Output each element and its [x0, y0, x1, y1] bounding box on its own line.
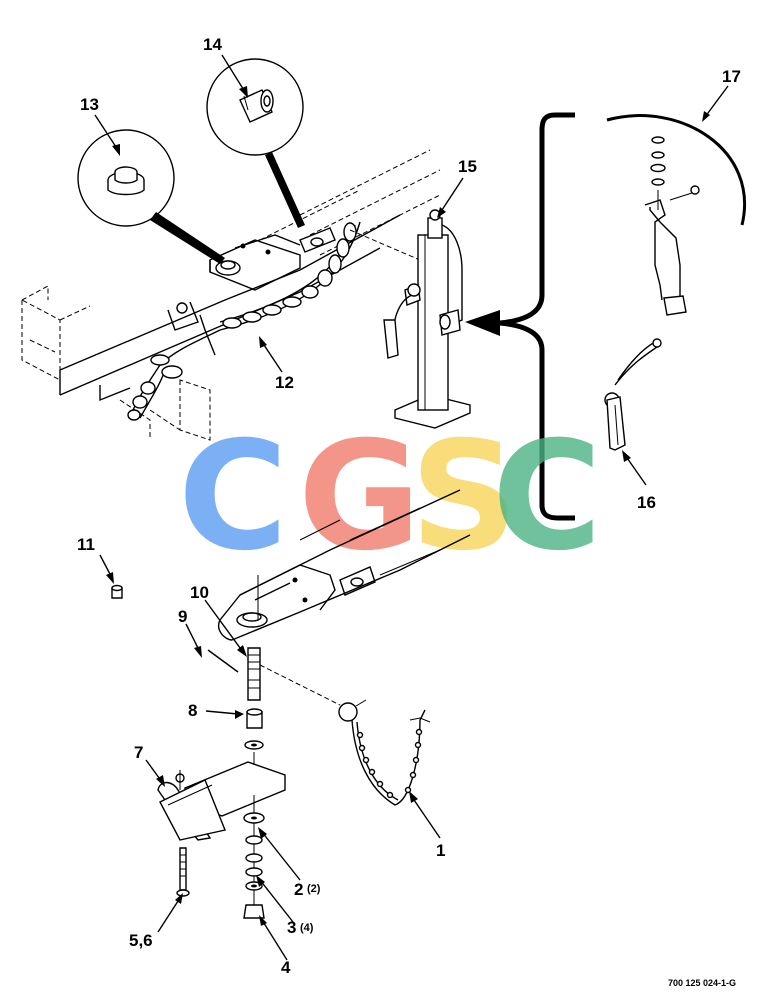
- pin-with-lanyard-1: [338, 699, 431, 806]
- figure-code: 700 125 024-1-G: [668, 978, 736, 988]
- safety-chain-12: [127, 221, 361, 421]
- watermark-letter-c1: C: [178, 410, 288, 584]
- callout-17: 17: [722, 67, 741, 86]
- callout-12: 12: [275, 373, 294, 392]
- hitch-frame-lower: [218, 489, 471, 641]
- callout-labels: 13 14 15 17 12 16 11 10 9 8 7 1 2 (2) 3 …: [77, 35, 741, 988]
- detail-circle-13: [77, 129, 225, 264]
- lower-parts-stack: [111, 584, 341, 919]
- callout-7: 7: [134, 743, 143, 762]
- callout-14: 14: [203, 35, 222, 54]
- bracket-group: [465, 112, 575, 521]
- callout-5-6: 5,6: [129, 931, 153, 950]
- callout-13: 13: [80, 95, 99, 114]
- pin-with-chain-16: [604, 338, 662, 451]
- callout-2-qty: (2): [307, 883, 321, 895]
- callout-8: 8: [188, 701, 197, 720]
- hitch-frame-upper: [21, 149, 441, 441]
- callout-15: 15: [458, 157, 477, 176]
- jack-stand-15: [349, 209, 471, 429]
- callout-1: 1: [436, 841, 445, 860]
- callout-11: 11: [77, 535, 95, 554]
- callout-4: 4: [281, 958, 291, 977]
- watermark: C G S C: [178, 410, 602, 584]
- callout-9: 9: [178, 607, 187, 626]
- callout-3: 3: [287, 918, 296, 937]
- crank-handle-17: [606, 114, 746, 316]
- detail-circle-14: [206, 58, 305, 228]
- callout-2: 2: [294, 880, 303, 899]
- leader-lines: [94, 54, 729, 961]
- watermark-letter-g: G: [298, 410, 421, 584]
- callout-10: 10: [190, 583, 209, 602]
- callout-3-qty: (4): [300, 922, 314, 934]
- watermark-letter-c2: C: [492, 410, 602, 584]
- callout-16: 16: [637, 493, 656, 512]
